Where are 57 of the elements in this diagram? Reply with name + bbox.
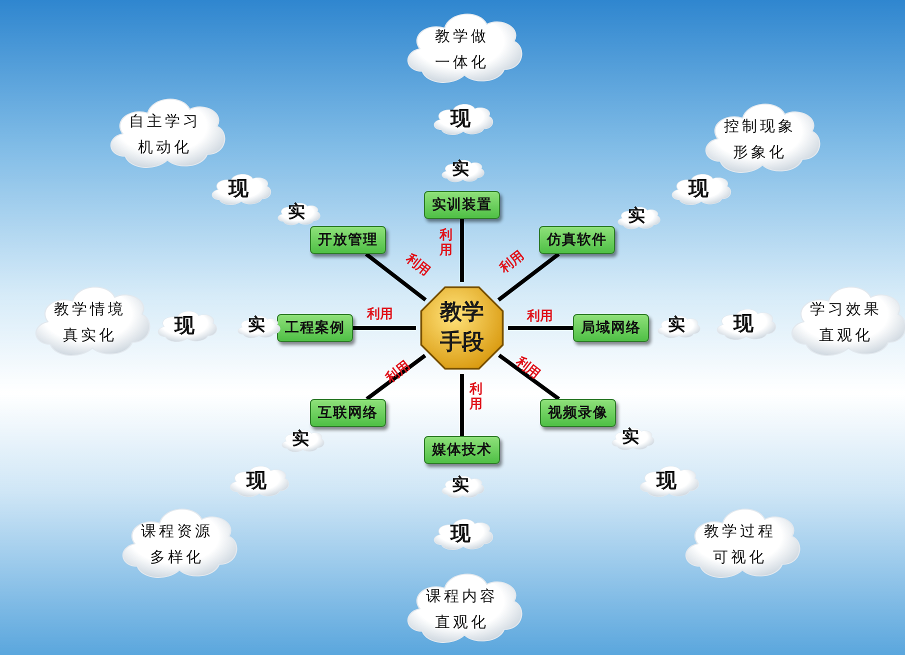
cloud-label: 实 (292, 428, 312, 452)
cloud-label: 现 (656, 466, 680, 494)
box-label: 仿真软件 (547, 231, 607, 249)
edge-label: 利用 (470, 383, 482, 413)
cloud-label: 实 (628, 205, 648, 228)
cloud-label: 实 (452, 158, 472, 182)
connector-line (460, 219, 464, 282)
method-box (573, 314, 649, 342)
edge-label: 利用 (512, 353, 544, 384)
method-box (424, 436, 500, 464)
cloud-label: 现 (228, 174, 252, 202)
method-box (540, 399, 616, 427)
cloud-label: 自主学习机动化 (129, 110, 201, 158)
cloud-label: 现 (174, 312, 198, 338)
box-label: 工程案例 (285, 319, 345, 337)
box-label: 媒体技术 (432, 441, 492, 459)
edge-label: 利用 (440, 229, 452, 259)
cloud-label: 实 (668, 314, 688, 338)
cloud-label: 课程内容直观化 (426, 586, 498, 633)
cloud-label: 教学做一体化 (435, 26, 489, 73)
connector-line (364, 252, 427, 302)
edge-label: 利用 (402, 250, 434, 280)
method-box (539, 226, 615, 254)
cloud-label: 现 (246, 466, 270, 494)
connector-line (366, 354, 426, 401)
method-box (310, 226, 386, 254)
connector-line (353, 326, 416, 330)
cloud-label: 现 (688, 174, 712, 202)
cloud-label: 现 (450, 520, 474, 546)
method-box (310, 399, 386, 427)
cloud-label: 学习效果直观化 (810, 298, 882, 346)
cloud-label: 实 (452, 474, 472, 498)
cloud-label: 现 (734, 310, 756, 336)
cloud-label: 实 (622, 426, 642, 450)
cloud-label: 课程资源多样化 (141, 520, 213, 568)
cloud-label: 现 (450, 104, 474, 132)
cloud-label: 实 (248, 314, 268, 338)
cloud-label: 控制现象形象化 (724, 116, 796, 163)
connector-line (498, 354, 560, 401)
edge-label: 利用 (367, 306, 393, 323)
box-label: 实训装置 (432, 196, 492, 214)
box-label: 视频录像 (548, 404, 608, 422)
method-box (424, 191, 500, 219)
connector-line (460, 374, 464, 436)
box-label: 互联网络 (318, 404, 378, 422)
cloud-label: 实 (288, 201, 308, 224)
edge-label: 利用 (382, 357, 414, 388)
cloud-label: 教学过程可视化 (704, 520, 776, 568)
connector-line (508, 326, 573, 330)
connector-line (497, 252, 560, 302)
method-box (277, 314, 353, 342)
cloud-label: 教学情境真实化 (54, 298, 126, 346)
edge-label: 利用 (527, 308, 553, 325)
box-label: 局域网络 (581, 319, 641, 337)
box-label: 开放管理 (318, 231, 378, 249)
hub-label: 教学手段 (438, 299, 485, 357)
edge-label: 利用 (496, 247, 528, 278)
